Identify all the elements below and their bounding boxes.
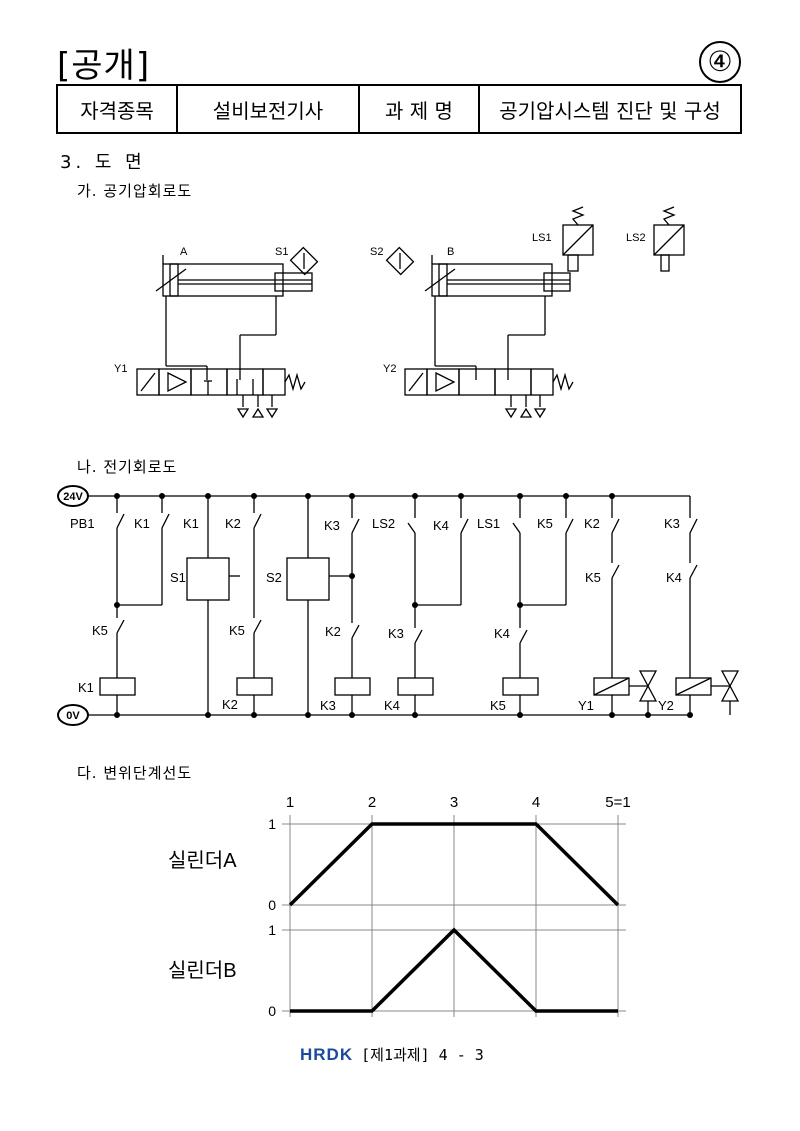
- label-ls1: LS1: [532, 232, 552, 244]
- label-k3-c: K3: [388, 626, 404, 641]
- pneumatic-diagram: A S1 S2 B LS1 LS2 Y1 Y2: [114, 206, 685, 419]
- step-tick-label: 4: [532, 794, 540, 811]
- step-tick-label: 5=1: [605, 794, 630, 811]
- sensor-s2-icon: [385, 246, 415, 276]
- label-a: A: [180, 246, 188, 258]
- rail-0v-badge: 0V: [57, 704, 89, 726]
- label-ls2: LS2: [372, 516, 395, 531]
- label-k4-b: K4: [494, 626, 510, 641]
- step-tick-label: 3: [450, 794, 458, 811]
- cell-label-qualification: 자격종목: [56, 84, 178, 134]
- cylinder-b: [424, 255, 571, 297]
- subsection-displacement: 다. 변위단계선도: [77, 764, 193, 782]
- section-title: 3. 도 면: [60, 152, 146, 173]
- hrdk-logo: HRDK: [300, 1045, 354, 1064]
- rail-24v-badge: 24V: [57, 485, 89, 507]
- step-tick-label: 2: [368, 794, 376, 811]
- label-k2-a: K2: [225, 516, 241, 531]
- header-table: 자격종목 설비보전기사 과 제 명 공기압시스템 진단 및 구성: [56, 84, 742, 134]
- coil-label-k3: K3: [320, 698, 336, 713]
- coil-label-k2: K2: [222, 697, 238, 712]
- label-b: B: [447, 246, 454, 258]
- cylinder-displacement-line: [290, 927, 618, 1013]
- cell-value-task: 공기압시스템 진단 및 구성: [478, 84, 742, 134]
- level-tick-label: 1: [268, 816, 276, 832]
- label-k4-a: K4: [433, 518, 449, 533]
- label-k5-c: K5: [229, 623, 245, 638]
- subsection-electric: 나. 전기회로도: [77, 458, 178, 476]
- label-k5-b: K5: [92, 623, 108, 638]
- label-ls2: LS2: [626, 232, 646, 244]
- valve-y2: [404, 368, 574, 419]
- level-tick-label: 0: [268, 1003, 276, 1019]
- label-k1-a: K1: [134, 516, 150, 531]
- limit-switch-ls1-icon: [562, 206, 594, 272]
- label-k3-b: K3: [664, 516, 680, 531]
- series-label-cylinder-a: 실린더A: [168, 849, 237, 872]
- label-s1: S1: [170, 570, 186, 585]
- label-s2: S2: [266, 570, 282, 585]
- coil-label-k1: K1: [78, 680, 94, 695]
- label-k2-b: K2: [584, 516, 600, 531]
- label-k4-c: K4: [666, 570, 682, 585]
- svg-text:0V: 0V: [66, 710, 80, 722]
- cell-label-task: 과 제 명: [358, 84, 480, 134]
- series-label-cylinder-b: 실린더B: [168, 959, 237, 982]
- cell-value-qualification: 설비보전기사: [176, 84, 360, 134]
- label-y1: Y1: [114, 363, 127, 375]
- label-pb1: PB1: [70, 516, 95, 531]
- cylinder-displacement-line: [288, 822, 620, 907]
- label-k5-d: K5: [585, 570, 601, 585]
- coil-label-y2: Y2: [658, 698, 674, 713]
- label-k1-b: K1: [183, 516, 199, 531]
- label-k5-a: K5: [537, 516, 553, 531]
- level-tick-label: 1: [268, 922, 276, 938]
- page-title: [공개]: [57, 46, 151, 86]
- label-s2: S2: [370, 246, 383, 258]
- cylinder-a: [155, 255, 313, 297]
- step-tick-label: 1: [286, 794, 294, 811]
- page-number-badge: ④: [699, 41, 741, 83]
- level-tick-label: 0: [268, 897, 276, 913]
- footer-text: [제1과제] 4 - 3: [361, 1046, 484, 1064]
- footer: HRDK [제1과제] 4 - 3: [300, 1044, 484, 1065]
- svg-text:24V: 24V: [63, 491, 83, 503]
- coil-label-k5: K5: [490, 698, 506, 713]
- electric-diagram: 24V 0V PB1 K1 K1 K2 K3 LS2 K4 LS1 K5 K2 …: [57, 485, 740, 726]
- label-s1: S1: [275, 246, 288, 258]
- subsection-pneumatic: 가. 공기압회로도: [77, 182, 193, 200]
- label-y2: Y2: [383, 363, 396, 375]
- coil-label-k4: K4: [384, 698, 400, 713]
- limit-switch-ls2-icon: [653, 206, 685, 272]
- label-ls1: LS1: [477, 516, 500, 531]
- valve-y1: [136, 368, 306, 419]
- sensor-s1-icon: [289, 246, 319, 276]
- label-k3-a: K3: [324, 518, 340, 533]
- displacement-step-chart: 1 2 3 4 5=1 0 1 0 1 실린더A 실린더B: [168, 794, 631, 1019]
- label-k2-c: K2: [325, 624, 341, 639]
- coil-label-y1: Y1: [578, 698, 594, 713]
